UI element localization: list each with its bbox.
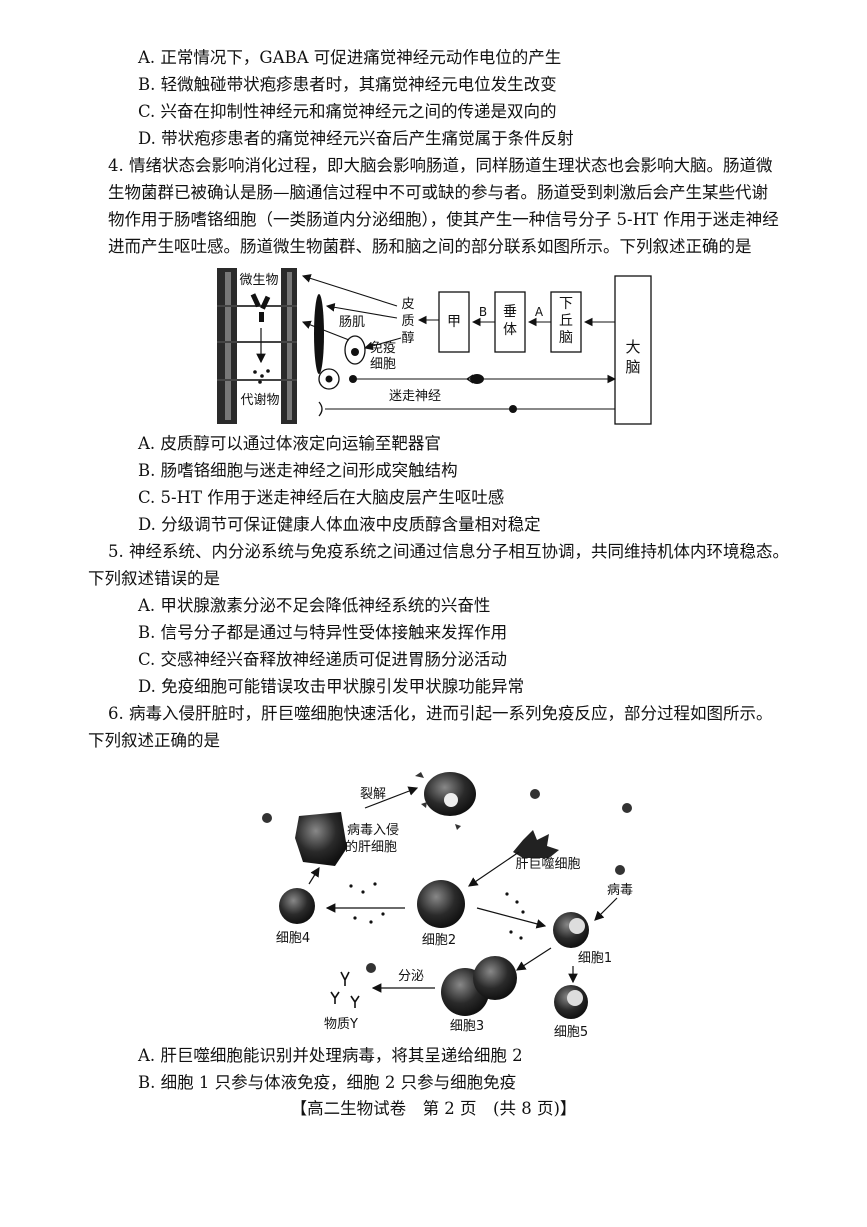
box-pituitary [494,291,526,353]
label-b: B [479,305,487,319]
label-immune-cell: 细胞 [370,357,396,372]
q3-option-d: D. 带状疱疹患者的痛觉神经元兴奋后产生痛觉属于条件反射 [138,129,574,148]
q5-option-a: A. 甲状腺激素分泌不足会降低神经系统的兴奋性 [138,596,491,615]
q4-stem-line: 生物菌群已被确认是肠—脑通信过程中不可或缺的参与者。肠道受到刺激后会产生某些代谢 [108,183,768,202]
q3-option-c: C. 兴奋在抑制性神经元和痛觉神经元之间的传递是双向的 [138,102,557,121]
label-brain: 大 [625,338,640,356]
label-brain: 脑 [625,358,640,376]
q4-option-a: A. 皮质醇可以通过体液定向运输至靶器官 [138,434,441,453]
label-secrete: 分泌 [398,969,424,984]
label-virus: 病毒 [607,883,633,898]
intestinal-wall [217,268,297,424]
label-cortisol: 醇 [401,330,414,346]
q4-option-b: B. 肠嗜铬细胞与迷走神经之间形成突触结构 [138,461,458,480]
label-immune-cell: 免疫 [370,340,396,356]
q4-stem-line: 进而产生呕吐感。肠道微生物菌群、肠和脑之间的部分联系如图所示。下列叙述正确的是 [108,237,752,256]
intestinal-muscle-shape [314,294,324,374]
label-hypothalamus: 脑 [559,330,573,346]
label-pituitary: 垂 [503,304,517,320]
infected-liver-cell [295,812,347,866]
label-vagus-nerve: 迷走神经 [389,389,441,404]
antibody-icons [330,963,376,1008]
q6-option-a: A. 肝巨噬细胞能识别并处理病毒，将其呈递给细胞 2 [138,1046,523,1065]
label-infected-cell: 病毒入侵 [347,822,399,838]
label-infected-cell: 的肝细胞 [345,839,397,855]
q5-stem-line: 下列叙述错误的是 [88,569,220,588]
microbe-icons [250,293,271,322]
q4-stem-line: 物作用于肠嗜铬细胞（一类肠道内分泌细胞），使其产生一种信号分子 5-HT 作用于… [108,210,779,229]
immune-response-diagram: 裂解 病毒入侵 的肝细胞 肝巨噬细胞 病毒 细胞4 细胞2 细胞1 细胞5 细胞… [262,772,633,1040]
q5-stem-line: 5. 神经系统、内分泌系统与免疫系统之间通过信息分子相互协调，共同维持机体内环境… [108,542,789,561]
cytokine-dots [505,892,525,940]
label-cell2: 细胞2 [422,933,456,948]
label-cell5: 细胞5 [554,1025,588,1040]
gut-brain-diagram: 微生物 代谢物 肠肌 免疫 细胞 皮 质 醇 甲 B 垂 体 A 下 丘 脑 大 [217,268,652,425]
enterochromaffin-cell-shape [318,368,340,390]
box-jia [438,291,470,353]
label-cortisol: 皮 [401,297,414,312]
label-hypothalamus: 丘 [559,313,573,329]
cell2-shape [417,880,465,928]
label-substance-y: 物质Y [324,1017,358,1032]
label-cell1: 细胞1 [578,951,612,966]
q6-stem-line: 下列叙述正确的是 [88,731,220,750]
q5-option-c: C. 交感神经兴奋释放神经递质可促进胃肠分泌活动 [138,650,508,669]
kupffer-cell [513,830,559,858]
cytokine-dots [349,882,385,924]
label-lysis: 裂解 [360,787,386,802]
box-brain [614,275,652,425]
q4-option-d: D. 分级调节可保证健康人体血液中皮质醇含量相对稳定 [138,515,541,534]
page-footer: 【高二生物试卷 第 2 页 (共 8 页)】 [290,1099,577,1118]
label-cortisol: 质 [401,314,414,329]
label-kupffer: 肝巨噬细胞 [515,857,580,872]
label-cell4: 细胞4 [276,931,310,946]
q5-option-b: B. 信号分子都是通过与特异性受体接触来发挥作用 [138,623,508,642]
q6-stem-line: 6. 病毒入侵肝脏时，肝巨噬细胞快速活化，进而引起一系列免疫反应，部分过程如图所… [108,704,773,723]
label-intestinal-muscle: 肠肌 [339,315,365,330]
label-pituitary: 体 [503,322,517,338]
q5-option-d: D. 免疫细胞可能错误攻击甲状腺引发甲状腺功能异常 [138,677,525,696]
label-cell3: 细胞3 [450,1019,484,1034]
box-hypothalamus [550,291,582,353]
cell4-shape [279,888,315,924]
metabolite-dots [253,369,270,384]
q4-option-c: C. 5-HT 作用于迷走神经后在大脑皮层产生呕吐感 [138,488,505,507]
label-microbes: 微生物 [239,273,278,288]
label-jia: 甲 [447,314,461,330]
q6-option-b: B. 细胞 1 只参与体液免疫，细胞 2 只参与细胞免疫 [138,1073,517,1092]
label-a: A [535,305,544,319]
q3-option-a: A. 正常情况下，GABA 可促进痛觉神经元动作电位的产生 [138,48,562,67]
lysed-cell [415,772,476,830]
virus-icon [615,865,625,875]
q4-stem-line: 4. 情绪状态会影响消化过程，即大脑会影响肠道，同样肠道生理状态也会影响大脑。肠… [108,156,773,175]
label-hypothalamus: 下 [559,296,573,312]
q3-option-b: B. 轻微触碰带状疱疹患者时，其痛觉神经元电位发生改变 [138,75,557,94]
label-metabolites: 代谢物 [240,392,279,408]
